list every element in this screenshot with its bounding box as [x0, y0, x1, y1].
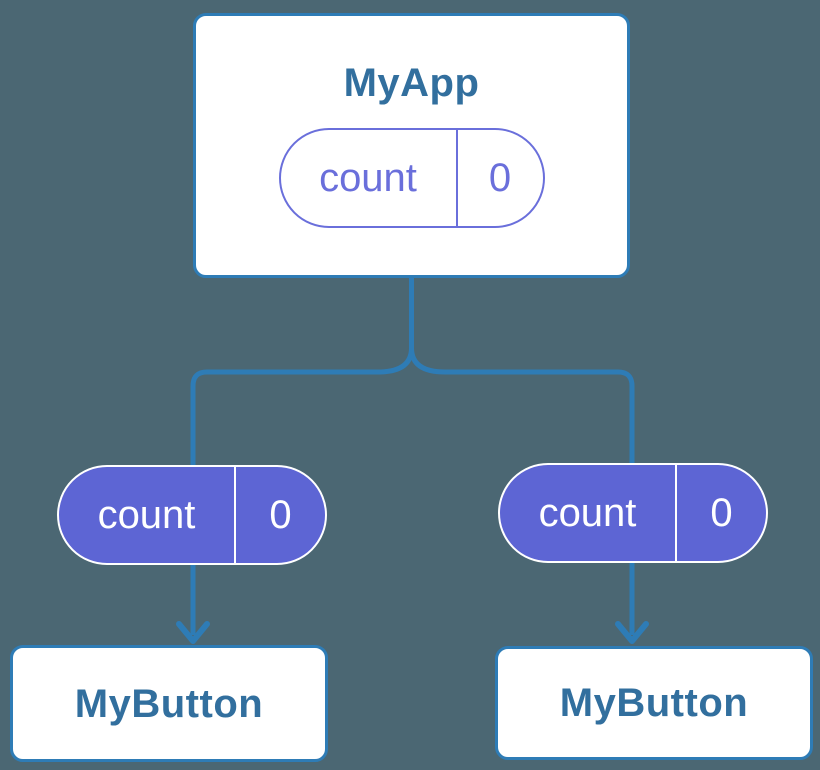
- arrow-down-icon: [615, 621, 649, 644]
- connector-branch-right: [409, 347, 635, 635]
- state-pill-label: count: [538, 490, 637, 535]
- pill-divider: [675, 465, 677, 561]
- node-mybutton-right: MyButton: [495, 646, 813, 760]
- state-pill-label: count: [97, 492, 196, 537]
- pill-divider: [455, 130, 458, 226]
- connector-branch-left: [190, 347, 414, 635]
- node-title: MyButton: [559, 681, 749, 725]
- node-mybutton-left: MyButton: [10, 645, 328, 762]
- state-pill-label: count: [319, 155, 417, 200]
- state-pill-value: 0: [269, 492, 292, 537]
- state-pill-left: count 0: [57, 465, 327, 565]
- state-pill-root: count 0: [278, 128, 545, 228]
- state-pill-value: 0: [710, 490, 733, 535]
- node-title: MyApp: [343, 61, 480, 105]
- arrow-down-icon: [176, 621, 210, 644]
- state-pill-right: count 0: [498, 463, 768, 563]
- pill-divider: [234, 467, 236, 563]
- state-pill-value: 0: [488, 155, 512, 200]
- node-myapp: MyApp count 0: [193, 13, 630, 278]
- node-title: MyButton: [74, 681, 264, 726]
